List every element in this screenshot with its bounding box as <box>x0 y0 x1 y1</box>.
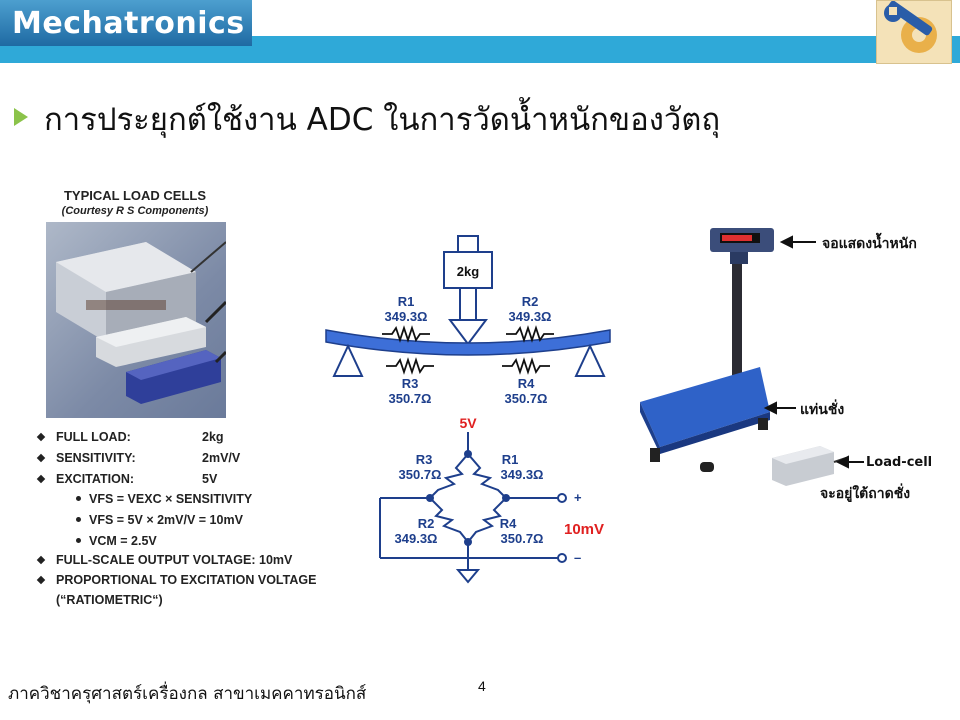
svg-text:–: – <box>574 550 581 565</box>
note-full-scale: FULL-SCALE OUTPUT VOLTAGE: 10mV <box>36 553 292 567</box>
spec-sensitivity: SENSITIVITY: 2mV/V <box>36 451 240 465</box>
wrench-gear-icon <box>876 0 952 64</box>
supply-label: 5V <box>459 415 477 431</box>
gauge-r3 <box>386 357 434 375</box>
svg-text:R1: R1 <box>502 452 519 467</box>
svg-text:R3: R3 <box>416 452 433 467</box>
weight-label: 2kg <box>457 264 479 279</box>
spec-excitation: EXCITATION: 5V <box>36 472 217 486</box>
footer-department: ภาควิชาครุศาสตร์เครื่องกล สาขาเมคคาทรอนิ… <box>8 684 367 704</box>
diamond-bullet-icon <box>36 575 46 585</box>
note-proportional: PROPORTIONAL TO EXCITATION VOLTAGE <box>36 573 316 587</box>
gauge-r4 <box>502 357 550 375</box>
load-cell-diagram: 2kg R1 349.3Ω R2 349.3Ω R3 350.7Ω R4 350… <box>325 235 611 584</box>
gauge-r1 <box>382 325 430 343</box>
heading-text: การประยุกต์ใช้งาน ADC ในการวัดน้ำหนักของ… <box>44 102 721 138</box>
spec-full-load: FULL LOAD: 2kg <box>36 430 224 444</box>
svg-text:350.7Ω: 350.7Ω <box>389 391 432 406</box>
svg-text:349.3Ω: 349.3Ω <box>501 467 544 482</box>
svg-text:350.7Ω: 350.7Ω <box>505 391 548 406</box>
note-ratiometric: (“RATIOMETRIC“) <box>56 593 163 607</box>
svg-text:R4: R4 <box>518 376 535 391</box>
scale-column <box>732 264 742 384</box>
formula-vfs-value: VFS = 5V × 2mV/V = 10mV <box>76 513 243 527</box>
output-minus-terminal <box>557 553 567 563</box>
svg-text:R2: R2 <box>522 294 539 309</box>
bridge-r2 <box>429 497 469 543</box>
svg-text:+: + <box>574 490 582 505</box>
svg-text:R3: R3 <box>402 376 419 391</box>
bridge-r4 <box>467 497 507 543</box>
label-platform: แท่นชั่ง <box>800 402 845 418</box>
label-loadcell: Load-cell <box>866 455 933 470</box>
weight-block <box>443 251 493 289</box>
load-cells-title: TYPICAL LOAD CELLS <box>63 188 207 203</box>
header-title-box: Mechatronics <box>0 0 252 46</box>
svg-text:349.3Ω: 349.3Ω <box>395 531 438 546</box>
bridge-r3 <box>429 453 469 499</box>
diamond-bullet-icon <box>36 432 46 442</box>
output-plus-terminal <box>557 493 567 503</box>
weight-knob <box>457 235 479 253</box>
svg-text:349.3Ω: 349.3Ω <box>385 309 428 324</box>
svg-text:350.7Ω: 350.7Ω <box>501 531 544 546</box>
load-cells-subtitle: (Courtesy R S Components) <box>61 205 209 217</box>
formula-vfs-def: VFS = VEXC × SENSITIVITY <box>76 492 252 506</box>
bridge-r1 <box>467 453 507 499</box>
scale-platform <box>640 367 770 447</box>
diamond-bullet-icon <box>36 453 46 463</box>
diamond-bullet-icon <box>36 555 46 565</box>
svg-text:R2: R2 <box>418 516 435 531</box>
svg-text:349.3Ω: 349.3Ω <box>509 309 552 324</box>
formula-vcm: VCM = 2.5V <box>76 534 157 548</box>
right-support <box>574 343 606 377</box>
weighing-scale-photo <box>640 228 864 486</box>
svg-text:350.7Ω: 350.7Ω <box>399 467 442 482</box>
header-title: Mechatronics <box>12 6 245 41</box>
diamond-bullet-icon <box>36 474 46 484</box>
svg-text:R4: R4 <box>500 516 517 531</box>
beam <box>325 329 611 356</box>
left-support <box>332 343 364 377</box>
force-arrow <box>448 319 488 346</box>
load-cell-photo <box>772 446 847 486</box>
load-cells-photo <box>46 222 226 418</box>
gauge-r2 <box>506 325 554 343</box>
svg-text:R1: R1 <box>398 294 415 309</box>
label-display: จอแสดงน้ำหนัก <box>822 236 917 252</box>
page-number: 4 <box>478 678 486 694</box>
label-under-tray: จะอยู่ใต้ถาดชั่ง <box>820 486 911 502</box>
arrow-bullet-icon <box>14 108 28 126</box>
output-voltage-label: 10mV <box>564 521 604 538</box>
